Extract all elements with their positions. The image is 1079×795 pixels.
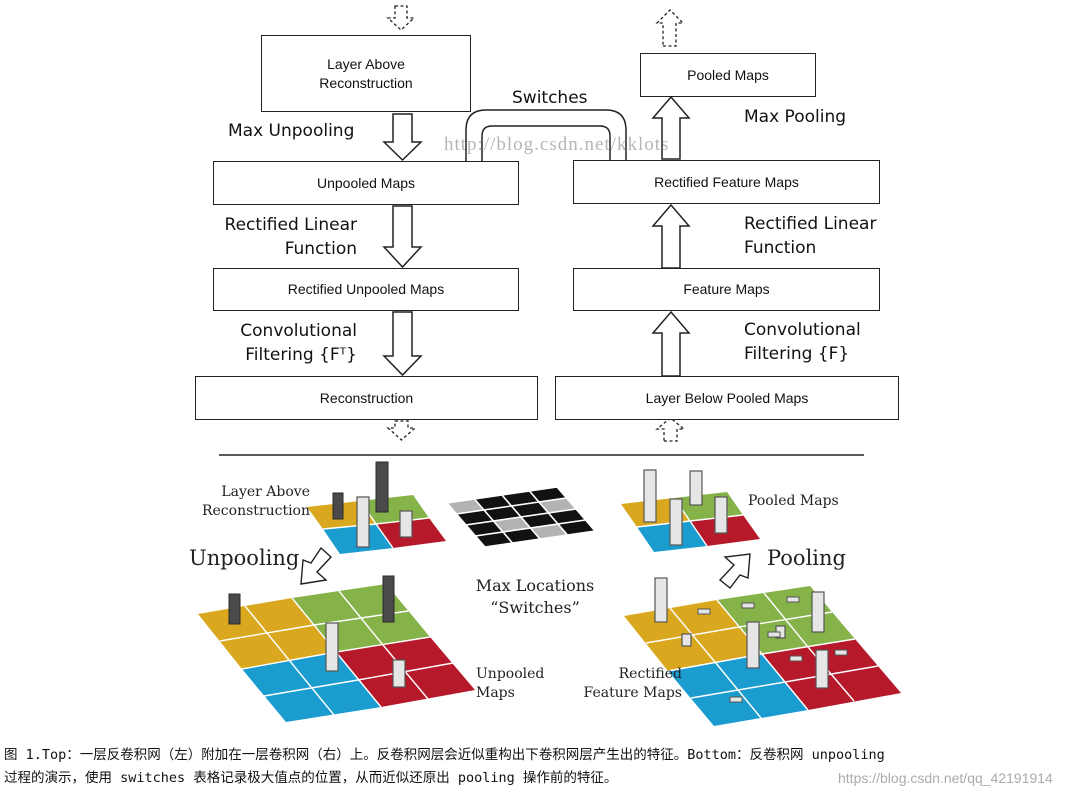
- unpooled-maps-bottom-label: Unpooled Maps: [476, 666, 545, 701]
- convolutional-filtering-label-right: Convolutional Filtering {F}: [744, 320, 861, 364]
- nub: [697, 608, 711, 615]
- nub: [834, 649, 848, 656]
- nub: [789, 655, 803, 662]
- bar: [689, 470, 703, 506]
- rectified-feature-maps-bottom-label: Rectified Feature Maps: [583, 666, 682, 701]
- dark-bar: [375, 461, 389, 513]
- switches-label: Switches: [512, 88, 588, 108]
- bar: [746, 621, 760, 669]
- up-arrow-convolutional-right: [651, 310, 691, 377]
- corner-watermark: https://blog.csdn.net/qq_42191914: [838, 770, 1053, 786]
- nub: [767, 631, 781, 638]
- convolutional-filtering-label-left: Convolutional Filtering {Fᵀ}: [240, 321, 357, 365]
- max-locations-switches-label: Max Locations “Switches”: [475, 576, 595, 617]
- top-diagram-arrows: .ar { fill: #fff; stroke: #222; stroke-w…: [219, 5, 864, 456]
- nub: [786, 596, 800, 603]
- dashed-up-arrow-top-right: [655, 9, 685, 47]
- bar: [811, 591, 825, 633]
- switch-cell: [556, 519, 597, 536]
- nub: [729, 696, 743, 703]
- dashed-down-arrow-top-left: [386, 5, 416, 31]
- caption-line-1: 图 1.Top：一层反卷积网（左）附加在一层卷积网（右）上。反卷积网层会近似重构…: [4, 747, 885, 763]
- bar: [325, 622, 339, 672]
- reconstruction-box: Reconstruction: [195, 376, 538, 420]
- switches-connector-inner: [481, 125, 611, 161]
- caption-line-2: 过程的演示，使用 switches 表格记录极大值点的位置，从而近似还原出 po…: [4, 770, 618, 786]
- layer-below-pooled-maps-box: Layer Below Pooled Maps: [555, 376, 899, 420]
- up-arrow-max-pooling: [651, 95, 691, 160]
- layer-above-reconstruction-box: Layer Above Reconstruction: [261, 35, 471, 112]
- pooled-maps-box: Pooled Maps: [640, 53, 816, 97]
- url-watermark: http://blog.csdn.net/kklots: [444, 134, 670, 155]
- max-unpooling-label: Max Unpooling: [228, 121, 355, 141]
- pooling-label: Pooling: [767, 546, 846, 570]
- bar: [643, 469, 657, 523]
- bar: [815, 649, 829, 689]
- figure-caption: 图 1.Top：一层反卷积网（左）附加在一层卷积网（右）上。反卷积网层会近似重构…: [4, 744, 1076, 790]
- switches-connector: [465, 109, 627, 161]
- dark-bar: [332, 492, 344, 520]
- rectified-feature-maps-box: Rectified Feature Maps: [573, 160, 880, 204]
- dark-bar: [228, 593, 241, 625]
- down-arrow-max-unpooling: [382, 113, 423, 162]
- down-arrow-convolutional-left: [382, 311, 423, 377]
- unpooling-arrow: [300, 546, 332, 585]
- bar: [714, 496, 728, 534]
- rectified-linear-function-label-right: Rectified Linear Function: [744, 214, 877, 258]
- bar: [356, 496, 370, 548]
- rectified-linear-function-label-left: Rectified Linear Function: [224, 215, 357, 259]
- nub: [741, 602, 755, 609]
- bar: [669, 498, 683, 546]
- rectified-unpooled-maps-box: Rectified Unpooled Maps: [213, 268, 519, 311]
- unpooled-maps-box: Unpooled Maps: [213, 161, 519, 205]
- bar: [392, 659, 406, 688]
- pooling-arrow: [718, 553, 751, 589]
- down-arrow-rectified-linear-left: [382, 205, 423, 269]
- bar: [399, 510, 413, 538]
- feature-maps-box: Feature Maps: [573, 268, 880, 311]
- unpooling-label: Unpooling: [189, 546, 300, 570]
- bar: [654, 577, 668, 623]
- dashed-up-arrow-bottom-right: [655, 417, 686, 442]
- max-pooling-label: Max Pooling: [744, 107, 847, 127]
- dashed-down-arrow-bottom-left: [386, 420, 417, 441]
- up-arrow-rectified-linear-right: [651, 203, 691, 269]
- bar: [681, 633, 692, 647]
- switches-grid: [445, 486, 597, 548]
- dark-bar: [382, 575, 395, 623]
- layer-above-reconstruction-label: Layer Above Reconstruction: [201, 484, 310, 519]
- pooled-maps-bottom-label: Pooled Maps: [748, 493, 839, 509]
